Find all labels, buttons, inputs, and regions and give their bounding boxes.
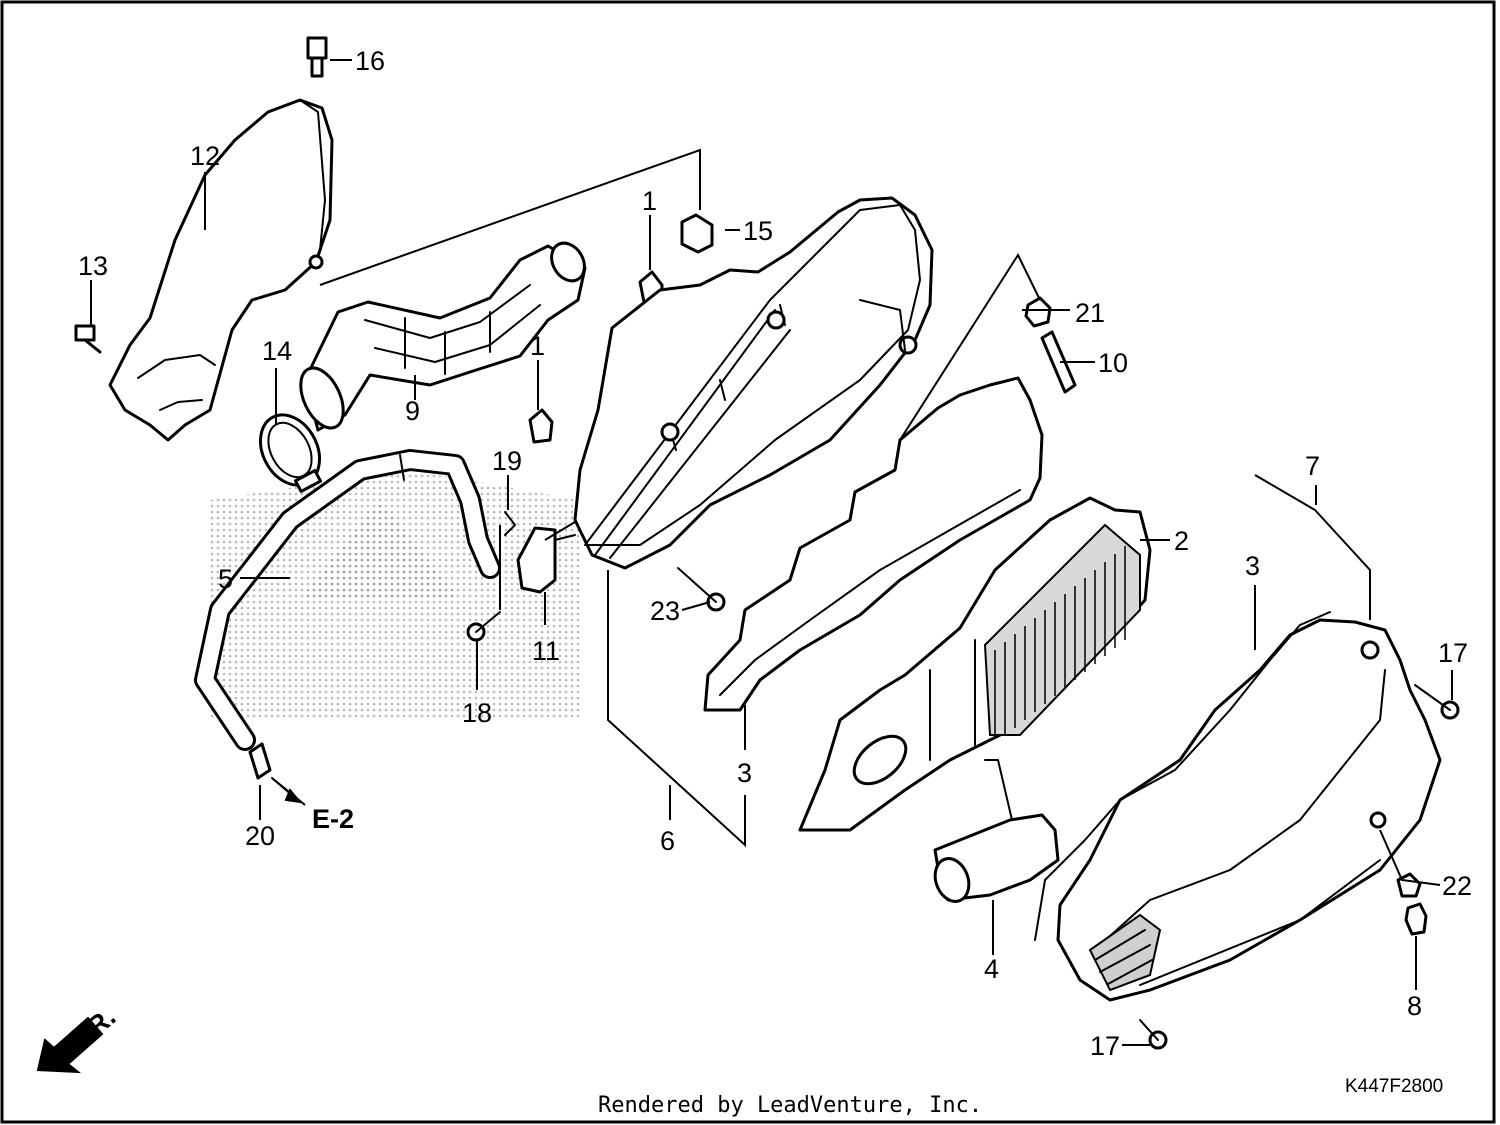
callout-2: 2 bbox=[1174, 526, 1189, 556]
part-9-connecting-tube bbox=[299, 241, 587, 432]
e2-reference-arrow bbox=[271, 777, 303, 804]
callout-10: 10 bbox=[1098, 348, 1128, 378]
callout-7: 7 bbox=[1305, 451, 1320, 481]
callout-17-lower: 17 bbox=[1090, 1031, 1120, 1061]
callout-labels: 16 12 13 14 9 15 1 1 19 5 11 18 23 20 21… bbox=[69, 46, 1472, 1118]
part-2-air-element bbox=[798, 496, 1152, 832]
callout-22: 22 bbox=[1442, 871, 1472, 901]
part-6-air-cleaner-case bbox=[573, 196, 934, 570]
part-7-case-cover bbox=[1056, 618, 1442, 1002]
callout-16: 16 bbox=[355, 46, 385, 76]
callout-3-middle: 3 bbox=[737, 758, 752, 788]
callout-11: 11 bbox=[532, 636, 560, 666]
drawing-code: K447F2800 bbox=[1345, 1076, 1443, 1097]
part-21-nut bbox=[1024, 296, 1052, 328]
callout-17-upper: 17 bbox=[1438, 638, 1468, 668]
callout-5: 5 bbox=[218, 564, 233, 594]
watermark-logo bbox=[210, 470, 580, 720]
leader-lines bbox=[90, 59, 1453, 1046]
part-4-drain-tube bbox=[933, 759, 1060, 903]
callout-21: 21 bbox=[1075, 298, 1105, 328]
callout-1-lower: 1 bbox=[530, 331, 545, 361]
part-23-screw bbox=[677, 567, 726, 612]
front-direction-arrow-icon bbox=[36, 1016, 104, 1074]
callout-9: 9 bbox=[405, 396, 420, 426]
callout-12: 12 bbox=[190, 141, 220, 171]
callout-14: 14 bbox=[262, 336, 292, 366]
part-17-screw-upper bbox=[1414, 684, 1460, 720]
part-10-pin bbox=[1040, 330, 1077, 394]
callout-23: 23 bbox=[650, 596, 680, 626]
callout-13: 13 bbox=[78, 251, 108, 281]
part-3-seal-right bbox=[1034, 611, 1331, 941]
part-11-sensor bbox=[516, 526, 576, 594]
callout-15: 15 bbox=[743, 216, 773, 246]
callout-4: 4 bbox=[984, 954, 999, 984]
part-3-seal-middle bbox=[703, 376, 1044, 712]
callout-8: 8 bbox=[1407, 991, 1422, 1021]
callout-20: 20 bbox=[245, 821, 275, 851]
part-20-clip bbox=[248, 742, 272, 780]
callout-3-right: 3 bbox=[1245, 551, 1260, 581]
callout-18: 18 bbox=[462, 698, 492, 728]
render-credit: Rendered by LeadVenture, Inc. bbox=[598, 1093, 982, 1118]
part-13-bolt bbox=[74, 324, 102, 354]
part-5-breather-tube bbox=[194, 449, 501, 751]
callout-1-upper: 1 bbox=[642, 186, 657, 216]
callout-19: 19 bbox=[492, 446, 522, 476]
callout-6: 6 bbox=[660, 826, 675, 856]
reference-label-e2: E-2 bbox=[312, 804, 354, 834]
part-17-screw-lower bbox=[1139, 1019, 1168, 1050]
part-19-clip bbox=[504, 511, 516, 536]
part-8-plug bbox=[1404, 902, 1428, 936]
part-15-nut bbox=[680, 213, 714, 254]
part-12-air-cover bbox=[108, 98, 334, 442]
part-1-grommet-lower bbox=[528, 408, 554, 444]
part-16-bolt bbox=[306, 36, 328, 78]
